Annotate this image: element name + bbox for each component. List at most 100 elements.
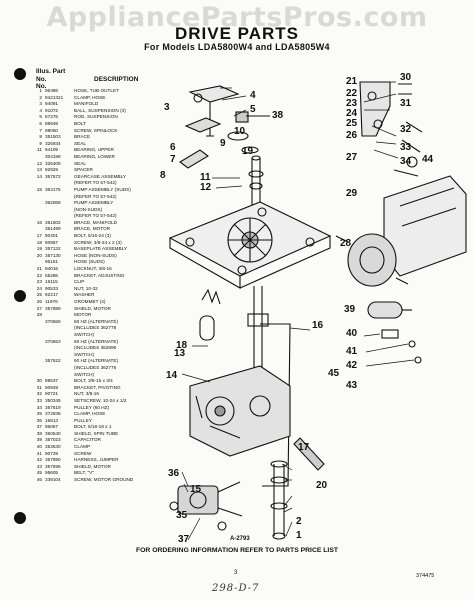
- callout-35: 35: [176, 510, 188, 521]
- row-illus-number: 27: [36, 305, 42, 311]
- callout-6: 6: [170, 142, 176, 153]
- callout-38: 38: [272, 110, 284, 121]
- row-illus-number: 12: [36, 160, 42, 166]
- row-part-number: 351502: [45, 219, 61, 225]
- row-part-number: 357519: [45, 404, 61, 410]
- row-description: BASEPLATE ASSEMBLY: [74, 246, 127, 252]
- row-part-number: 339104: [45, 477, 61, 483]
- binder-hole-icon: [14, 290, 26, 302]
- row-part-number: 326409: [45, 160, 61, 166]
- col-part-no: No.: [36, 83, 47, 90]
- row-illus-number: 26: [36, 299, 42, 304]
- row-description: SHIELD, MOTOR: [74, 305, 111, 311]
- parts-table-row: SWITCH): [34, 332, 182, 339]
- row-part-number: 92929: [45, 167, 59, 173]
- row-illus-number: 17: [36, 233, 42, 239]
- callout-16: 16: [312, 320, 324, 331]
- callout-14: 14: [166, 370, 178, 381]
- row-description: SPACER: [74, 167, 93, 173]
- callout-27: 27: [346, 152, 358, 163]
- row-part-number: 92217: [45, 292, 59, 298]
- col-description: DESCRIPTION: [94, 76, 139, 83]
- row-part-number: 357890: [45, 457, 61, 463]
- row-illus-number: 14: [36, 173, 42, 179]
- callout-9: 9: [220, 138, 226, 149]
- watermark: AppliancePartsPros.com: [46, 2, 428, 33]
- callout-23: 23: [346, 98, 358, 109]
- row-part-number: 95605: [45, 470, 59, 476]
- row-illus-number: 6: [39, 120, 42, 126]
- row-illus-number: 41: [36, 450, 42, 456]
- page-number: 3: [234, 570, 238, 576]
- row-illus-number: 36: [36, 417, 42, 423]
- callout-1: 1: [296, 530, 302, 541]
- row-part-number: 370653: [45, 338, 61, 344]
- row-part-number: 353630: [45, 444, 61, 450]
- row-description: BRACKET, ADJUSTING: [74, 272, 125, 278]
- row-part-number: 304198: [45, 153, 61, 159]
- parts-table-row: (INCLUDES 362778: [34, 325, 182, 332]
- row-description: LOCKNUT, 3/8-16: [74, 266, 112, 272]
- callout-37: 37: [178, 534, 190, 545]
- row-illus-number: 30: [36, 378, 42, 384]
- row-part-number: 372838: [45, 411, 61, 417]
- row-description: (INCLUDES 362776: [74, 364, 117, 370]
- parts-table-row: (REFER TO 57-542): [34, 180, 182, 187]
- row-part-number: 357023: [45, 437, 61, 443]
- row-part-number: 11976: [45, 299, 58, 304]
- row-description: GEARCASE ASSEMBLY: [74, 173, 127, 179]
- row-description: WASHER: [74, 292, 95, 298]
- row-illus-number: 2: [39, 94, 42, 100]
- row-illus-number: 20: [36, 252, 42, 258]
- callout-12: 12: [200, 182, 212, 193]
- callout-21: 21: [346, 76, 358, 87]
- row-illus-number: 13: [36, 167, 42, 173]
- callout-30: 30: [400, 72, 412, 83]
- row-part-number: 357595: [45, 463, 61, 469]
- parts-table-row: (REFER TO 57-542): [34, 194, 182, 201]
- row-description: SWITCH): [74, 371, 95, 377]
- document-number: 374475: [416, 573, 435, 579]
- row-illus-number: 32: [36, 391, 42, 397]
- parts-table-row: (INCLUDES 362776: [34, 365, 182, 372]
- row-description: (REFER TO 57-542): [74, 213, 117, 219]
- row-description: ROD, SUSPENSION: [74, 114, 118, 120]
- row-part-number: 94016: [45, 266, 59, 272]
- row-description: SCREW: [74, 450, 92, 456]
- ordering-footer: FOR ORDERING INFORMATION REFER TO PARTS …: [135, 547, 339, 554]
- row-part-number: 360540: [45, 430, 61, 436]
- parts-table-row: SWITCH): [34, 372, 182, 379]
- row-illus-number: 8: [39, 134, 42, 140]
- row-illus-number: 16: [36, 219, 42, 225]
- row-description: (INCLUDES 362778: [74, 325, 117, 331]
- callout-44: 44: [422, 154, 434, 165]
- callout-15: 15: [190, 484, 202, 495]
- row-description: PUMP ASSEMBLY (SUDS): [74, 186, 131, 192]
- row-description: GROMMET (4): [74, 299, 106, 304]
- row-part-number: 94109: [45, 147, 59, 153]
- row-description: CLAMP, HOSE: [74, 94, 106, 100]
- handwritten-note: 298-D-7: [212, 583, 260, 594]
- col-part: Part: [52, 68, 66, 75]
- row-description: SHIELD, SPIN TUBE: [74, 430, 119, 436]
- page-subtitle: For Models LDA5800W4 and LDA5805W4: [144, 42, 330, 52]
- row-illus-number: 38: [36, 430, 42, 436]
- row-part-number: 98060: [45, 127, 59, 133]
- row-description: BOLT: [74, 120, 86, 126]
